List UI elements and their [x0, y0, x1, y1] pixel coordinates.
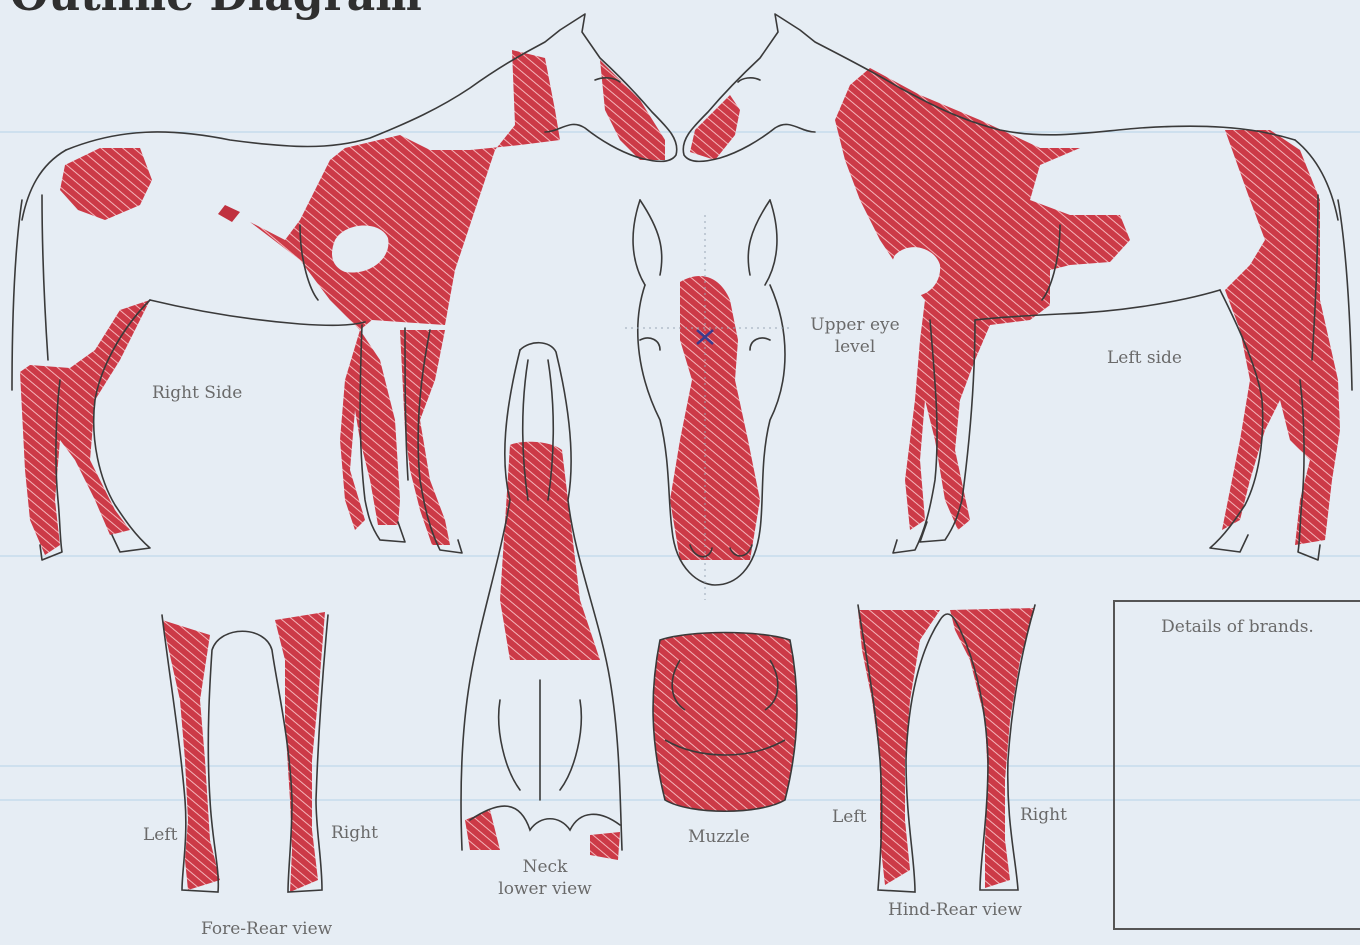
- fore-rear-view: [162, 612, 328, 892]
- label-fore-left: Left: [143, 824, 177, 846]
- neck-lower-view: [461, 343, 622, 860]
- label-neck-line2: lower view: [485, 878, 605, 900]
- label-left-side: Left side: [1107, 347, 1182, 369]
- label-brands: Details of brands.: [1115, 616, 1360, 638]
- label-hind-left: Left: [832, 806, 866, 828]
- diagram-title: Outline Diagram: [10, 0, 422, 21]
- label-neck-line1: Neck: [485, 856, 605, 878]
- label-fore-rear-view: Fore-Rear view: [201, 918, 332, 940]
- muzzle-view: [653, 633, 797, 812]
- label-upper-eye-line2: level: [800, 336, 910, 358]
- label-right-side: Right Side: [152, 382, 242, 404]
- label-hind-right: Right: [1020, 804, 1067, 826]
- label-muzzle: Muzzle: [688, 826, 750, 848]
- label-fore-right: Right: [331, 822, 378, 844]
- label-upper-eye-line1: Upper eye: [800, 314, 910, 336]
- label-upper-eye-level: Upper eye level: [800, 314, 910, 358]
- left-side-horse: [683, 14, 1352, 560]
- label-neck-lower-view: Neck lower view: [485, 856, 605, 900]
- brands-box: Details of brands.: [1113, 600, 1360, 930]
- label-hind-rear-view: Hind-Rear view: [888, 899, 1022, 921]
- left-side-markings: [690, 68, 1340, 545]
- right-side-horse: [12, 14, 677, 560]
- head-front-view: [625, 200, 790, 600]
- hind-rear-view: [858, 605, 1035, 892]
